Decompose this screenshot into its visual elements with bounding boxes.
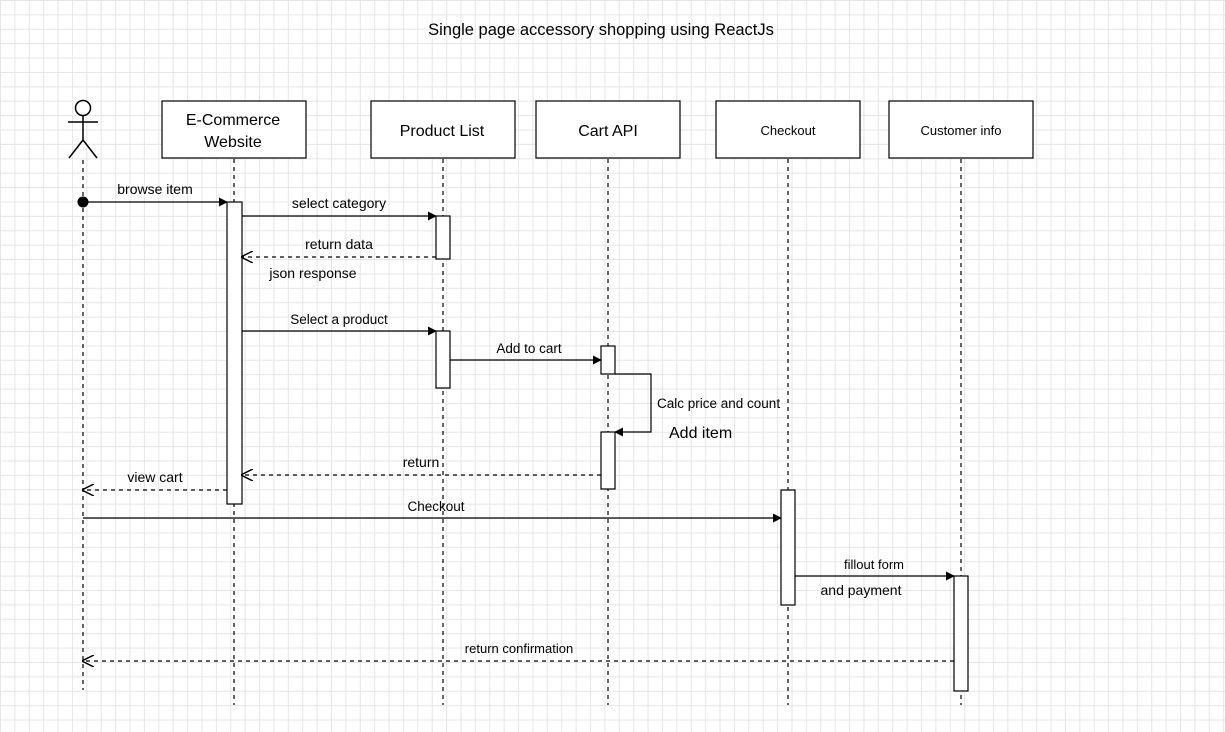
message-and-payment-label: and payment (821, 582, 902, 598)
start-dot (77, 196, 89, 208)
message-add-to-cart-label: Add to cart (496, 341, 562, 356)
message-fillout-form: fillout form and payment (795, 557, 955, 598)
message-view-cart-label: view cart (127, 469, 182, 485)
lifelines (82, 159, 962, 705)
message-fillout-form-label: fillout form (844, 557, 904, 572)
activation-cart-api-1 (600, 345, 616, 375)
activation-customer-info (953, 575, 969, 692)
message-add-item-label: Add item (669, 425, 732, 442)
message-select-category: select category (242, 195, 437, 221)
message-calc-price-self: Calc price and count Add item (614, 373, 780, 442)
actor-icon (68, 99, 98, 159)
message-calc-price-label: Calc price and count (657, 396, 780, 411)
participant-ecommerce-line2: Website (204, 134, 262, 151)
participant-ecommerce-line1: E-Commerce (186, 112, 280, 129)
activation-product-list-2 (435, 330, 451, 389)
message-browse-item-label: browse item (117, 181, 192, 197)
participant-customer-info: Customer info (888, 100, 1034, 159)
message-checkout-label: Checkout (407, 499, 464, 514)
participant-checkout: Checkout (715, 100, 861, 159)
message-return-data: return data json response (242, 236, 436, 281)
message-checkout: Checkout (83, 499, 782, 523)
diagram-title: Single page accessory shopping using Rea… (428, 21, 774, 39)
participant-ecommerce: E-Commerce Website (161, 100, 307, 159)
message-select-product: Select a product (242, 312, 437, 336)
message-browse-item: browse item (86, 181, 228, 207)
message-return-label: return (403, 454, 440, 470)
message-add-to-cart: Add to cart (450, 341, 602, 365)
message-return-data-label: return data (305, 236, 373, 252)
message-view-cart: view cart (83, 469, 227, 490)
message-return: return (242, 454, 601, 475)
message-select-category-label: select category (292, 195, 386, 211)
participant-product-list-label: Product List (400, 123, 485, 140)
participant-product-list: Product List (370, 100, 516, 159)
participant-cart-api-label: Cart API (578, 123, 638, 140)
participant-cart-api: Cart API (535, 100, 681, 159)
activation-checkout (780, 489, 796, 606)
message-return-confirmation: return confirmation (83, 641, 954, 661)
participant-checkout-label: Checkout (761, 123, 816, 138)
message-json-response-label: json response (268, 265, 356, 281)
activation-product-list-1 (435, 215, 451, 260)
activation-ecommerce (226, 201, 243, 505)
activation-cart-api-2 (600, 431, 616, 490)
message-select-product-label: Select a product (290, 312, 388, 327)
message-return-confirmation-label: return confirmation (465, 641, 573, 656)
activation-bars (226, 201, 969, 692)
participant-customer-info-label: Customer info (921, 123, 1002, 138)
